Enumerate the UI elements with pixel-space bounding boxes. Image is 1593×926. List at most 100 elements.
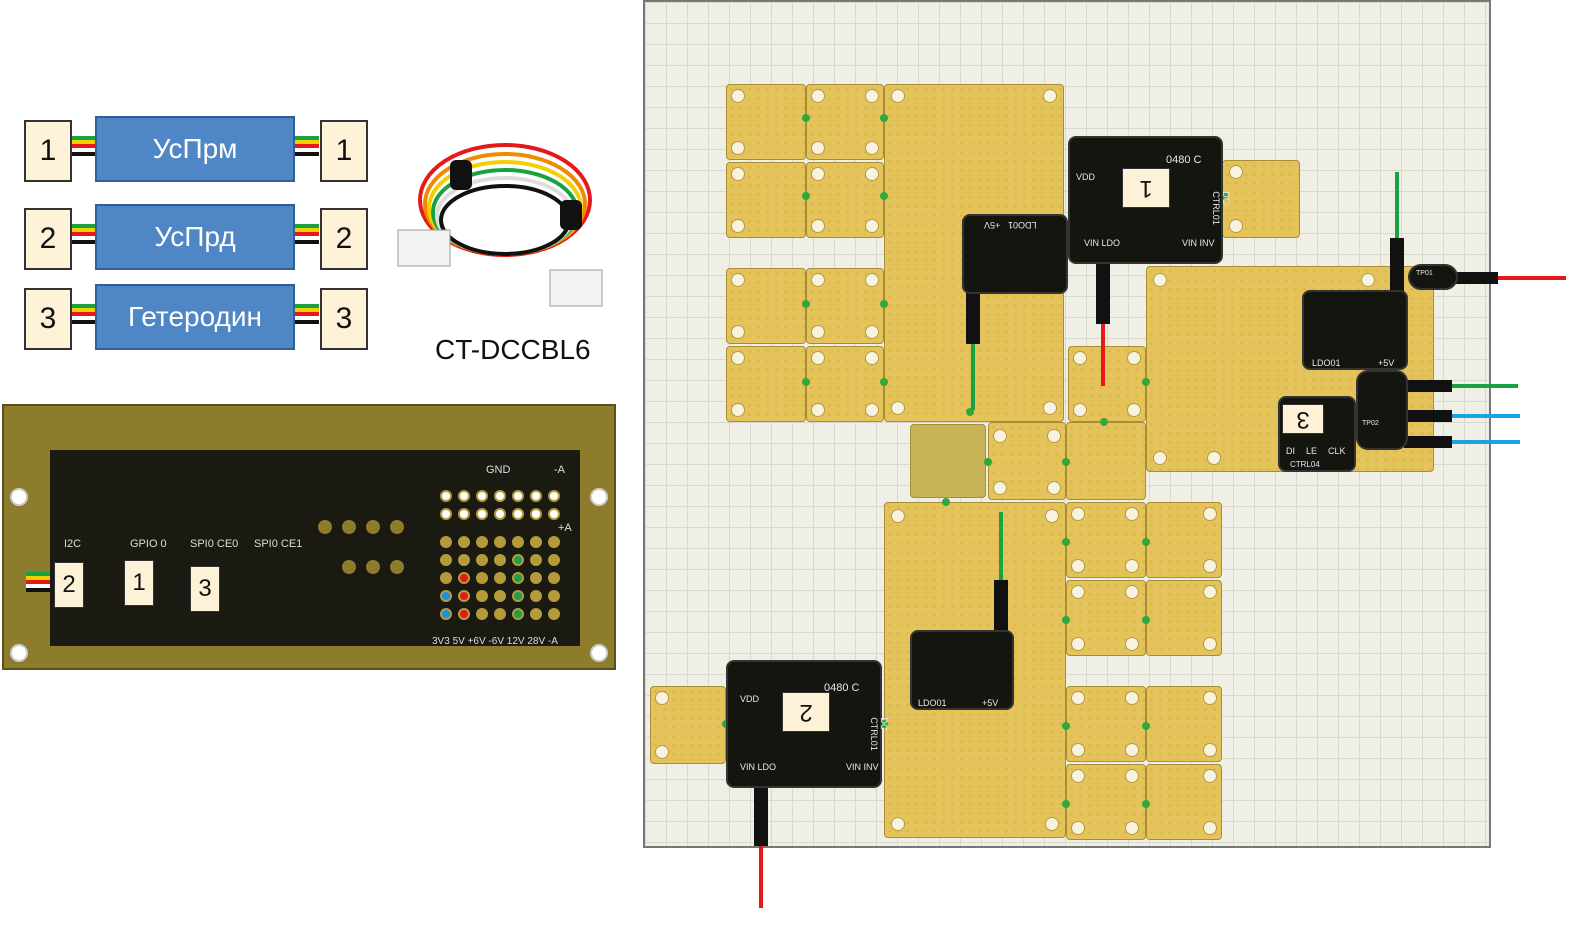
connection-via	[802, 114, 810, 122]
wire-plug	[1404, 436, 1452, 448]
header-pin	[494, 590, 506, 602]
mounting-hole	[891, 89, 905, 103]
mounting-hole	[811, 219, 825, 233]
wire	[1452, 440, 1520, 444]
wire-bundle-icon	[72, 224, 96, 252]
wire-plug	[754, 786, 768, 846]
connection-via	[1062, 800, 1070, 808]
mounting-hole	[1361, 273, 1375, 287]
connector-label-gpio0: GPIO 0	[130, 538, 167, 550]
controller-vin-label: VIN LDO	[740, 762, 777, 772]
mounting-hole	[1071, 743, 1085, 757]
mounting-hole	[811, 167, 825, 181]
ldo-module: LDO01 +5V	[910, 630, 1014, 710]
header-pin	[440, 608, 452, 620]
header-pin	[494, 508, 506, 520]
mounting-hole	[1229, 219, 1243, 233]
mounting-hole	[731, 141, 745, 155]
controller-vin2-label: VIN INV	[1182, 238, 1215, 248]
header-pin	[530, 490, 542, 502]
header-pin	[476, 608, 488, 620]
header-pin	[512, 590, 524, 602]
cable-label: CT-DCCBL6	[435, 334, 591, 365]
mounting-hole	[1071, 585, 1085, 599]
synth-pin-di: DI	[1286, 446, 1295, 456]
ldo-plus-label: +5V	[982, 698, 999, 708]
header-pin	[530, 608, 542, 620]
mounting-hole	[1127, 403, 1141, 417]
controller-vin2-label: VIN INV	[846, 762, 879, 772]
test-pad	[390, 560, 404, 574]
header-pin	[440, 572, 452, 584]
rail-labels: 3V3 5V +6V -6V 12V 28V -A	[432, 636, 558, 647]
mounting-hole	[865, 403, 879, 417]
tp-label: TP02	[1362, 420, 1379, 427]
header-pin	[512, 536, 524, 548]
mounting-hole	[811, 273, 825, 287]
mounting-hole	[811, 325, 825, 339]
mounting-hole	[731, 219, 745, 233]
header-pin	[512, 490, 524, 502]
header-pin	[512, 508, 524, 520]
legend-module-oscillator: Гетеродин	[95, 284, 295, 350]
wire-bundle-icon	[26, 572, 50, 600]
wire-plug	[966, 284, 980, 344]
gnd-label: GND	[486, 464, 511, 476]
tp-label: TP01	[1416, 270, 1433, 277]
header-pin	[440, 554, 452, 566]
controller-side-label: DC-CTRL01	[868, 717, 889, 751]
wire	[1452, 384, 1518, 388]
mounting-hole	[1153, 451, 1167, 465]
header-pin	[548, 590, 560, 602]
mounting-hole	[1203, 821, 1217, 835]
legend-tag-right-2: 2	[320, 208, 368, 270]
mounting-hole	[10, 644, 28, 662]
mounting-hole	[731, 167, 745, 181]
header-pin	[494, 536, 506, 548]
connection-via	[984, 458, 992, 466]
test-pad	[390, 520, 404, 534]
mounting-hole	[1153, 273, 1167, 287]
mounting-hole	[1071, 821, 1085, 835]
wire-plug	[1404, 380, 1452, 392]
board-connector-tag-3: 3	[190, 566, 220, 612]
wire	[759, 846, 763, 908]
ldo-plus-label: +5V	[984, 220, 1001, 230]
mounting-hole	[1071, 559, 1085, 573]
controller-side-label: DC-CTRL01	[1210, 191, 1231, 225]
mounting-hole	[811, 403, 825, 417]
test-point-group: TP02	[1356, 370, 1408, 450]
connection-via	[1142, 538, 1150, 546]
shield-box	[910, 424, 986, 498]
mounting-hole	[1203, 585, 1217, 599]
legend-tag-left-1: 1	[24, 120, 72, 182]
controller-part-label: 0480 C	[824, 682, 860, 694]
header-pin	[548, 536, 560, 548]
header-pin	[476, 508, 488, 520]
header-pin	[494, 572, 506, 584]
mounting-hole	[891, 817, 905, 831]
test-pad	[342, 520, 356, 534]
header-pin	[530, 572, 542, 584]
header-pin	[458, 536, 470, 548]
mounting-hole	[1043, 89, 1057, 103]
mounting-hole	[1125, 769, 1139, 783]
synth-part-label: CTRL04	[1290, 460, 1320, 469]
connection-via	[880, 720, 888, 728]
mounting-hole	[1203, 559, 1217, 573]
mounting-hole	[655, 745, 669, 759]
mounting-hole	[1203, 769, 1217, 783]
header-pin	[548, 572, 560, 584]
header-pin	[548, 608, 560, 620]
wire	[999, 512, 1003, 580]
pos-a-label: +A	[558, 522, 572, 534]
connection-via	[1062, 458, 1070, 466]
mounting-hole	[1203, 743, 1217, 757]
synth-pin-le: LE	[1306, 446, 1318, 456]
header-pin	[458, 490, 470, 502]
ldo-module: LDO01 +5V	[962, 214, 1068, 294]
connection-via	[1142, 616, 1150, 624]
connection-via	[1062, 722, 1070, 730]
mounting-hole	[1047, 481, 1061, 495]
mounting-hole	[1045, 817, 1059, 831]
